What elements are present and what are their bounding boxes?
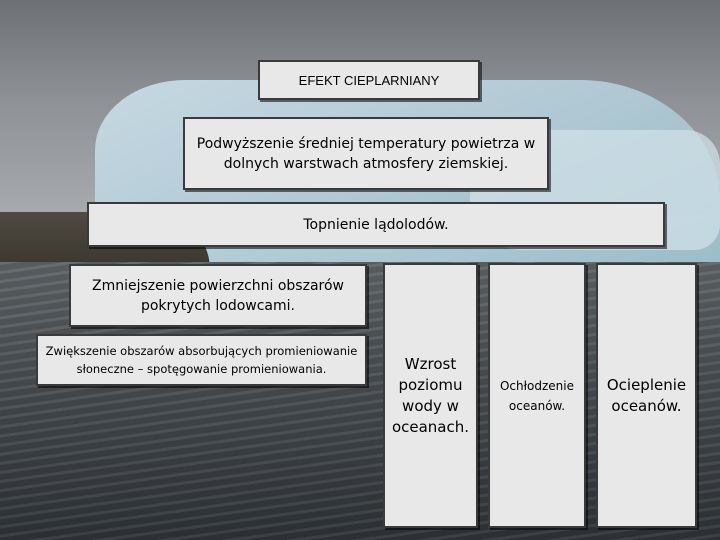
box-ice-melting: Topnienie lądolodów. xyxy=(87,202,665,247)
box-ocean-warming: Ocieplenie oceanów. xyxy=(596,263,697,528)
box-temperature-rise: Podwyższenie średniej temperatury powiet… xyxy=(183,117,549,190)
box-sea-level-rise: Wzrost poziomu wody w oceanach. xyxy=(383,263,478,528)
box-absorption-increase-text: Zwiększenie obszarów absorbujących promi… xyxy=(45,344,358,376)
box-absorption-increase: Zwiększenie obszarów absorbujących promi… xyxy=(36,334,367,386)
box-sea-level-rise-text: Wzrost poziomu wody w oceanach. xyxy=(391,354,470,436)
box-temperature-rise-text: Podwyższenie średniej temperatury powiet… xyxy=(196,135,536,172)
box-glacier-area-decrease: Zmniejszenie powierzchni obszarów pokryt… xyxy=(69,264,367,327)
diagram-title-text: EFEKT CIEPLARNIANY xyxy=(298,72,440,88)
diagram-title: EFEKT CIEPLARNIANY xyxy=(258,60,480,100)
box-glacier-area-decrease-text: Zmniejszenie powierzchni obszarów pokryt… xyxy=(91,277,344,314)
box-ocean-cooling-text: Ochłodzenie oceanów. xyxy=(499,378,575,413)
box-ocean-cooling: Ochłodzenie oceanów. xyxy=(488,263,586,528)
box-ocean-warming-text: Ocieplenie oceanów. xyxy=(606,375,687,415)
box-ice-melting-text: Topnienie lądolodów. xyxy=(303,216,449,233)
